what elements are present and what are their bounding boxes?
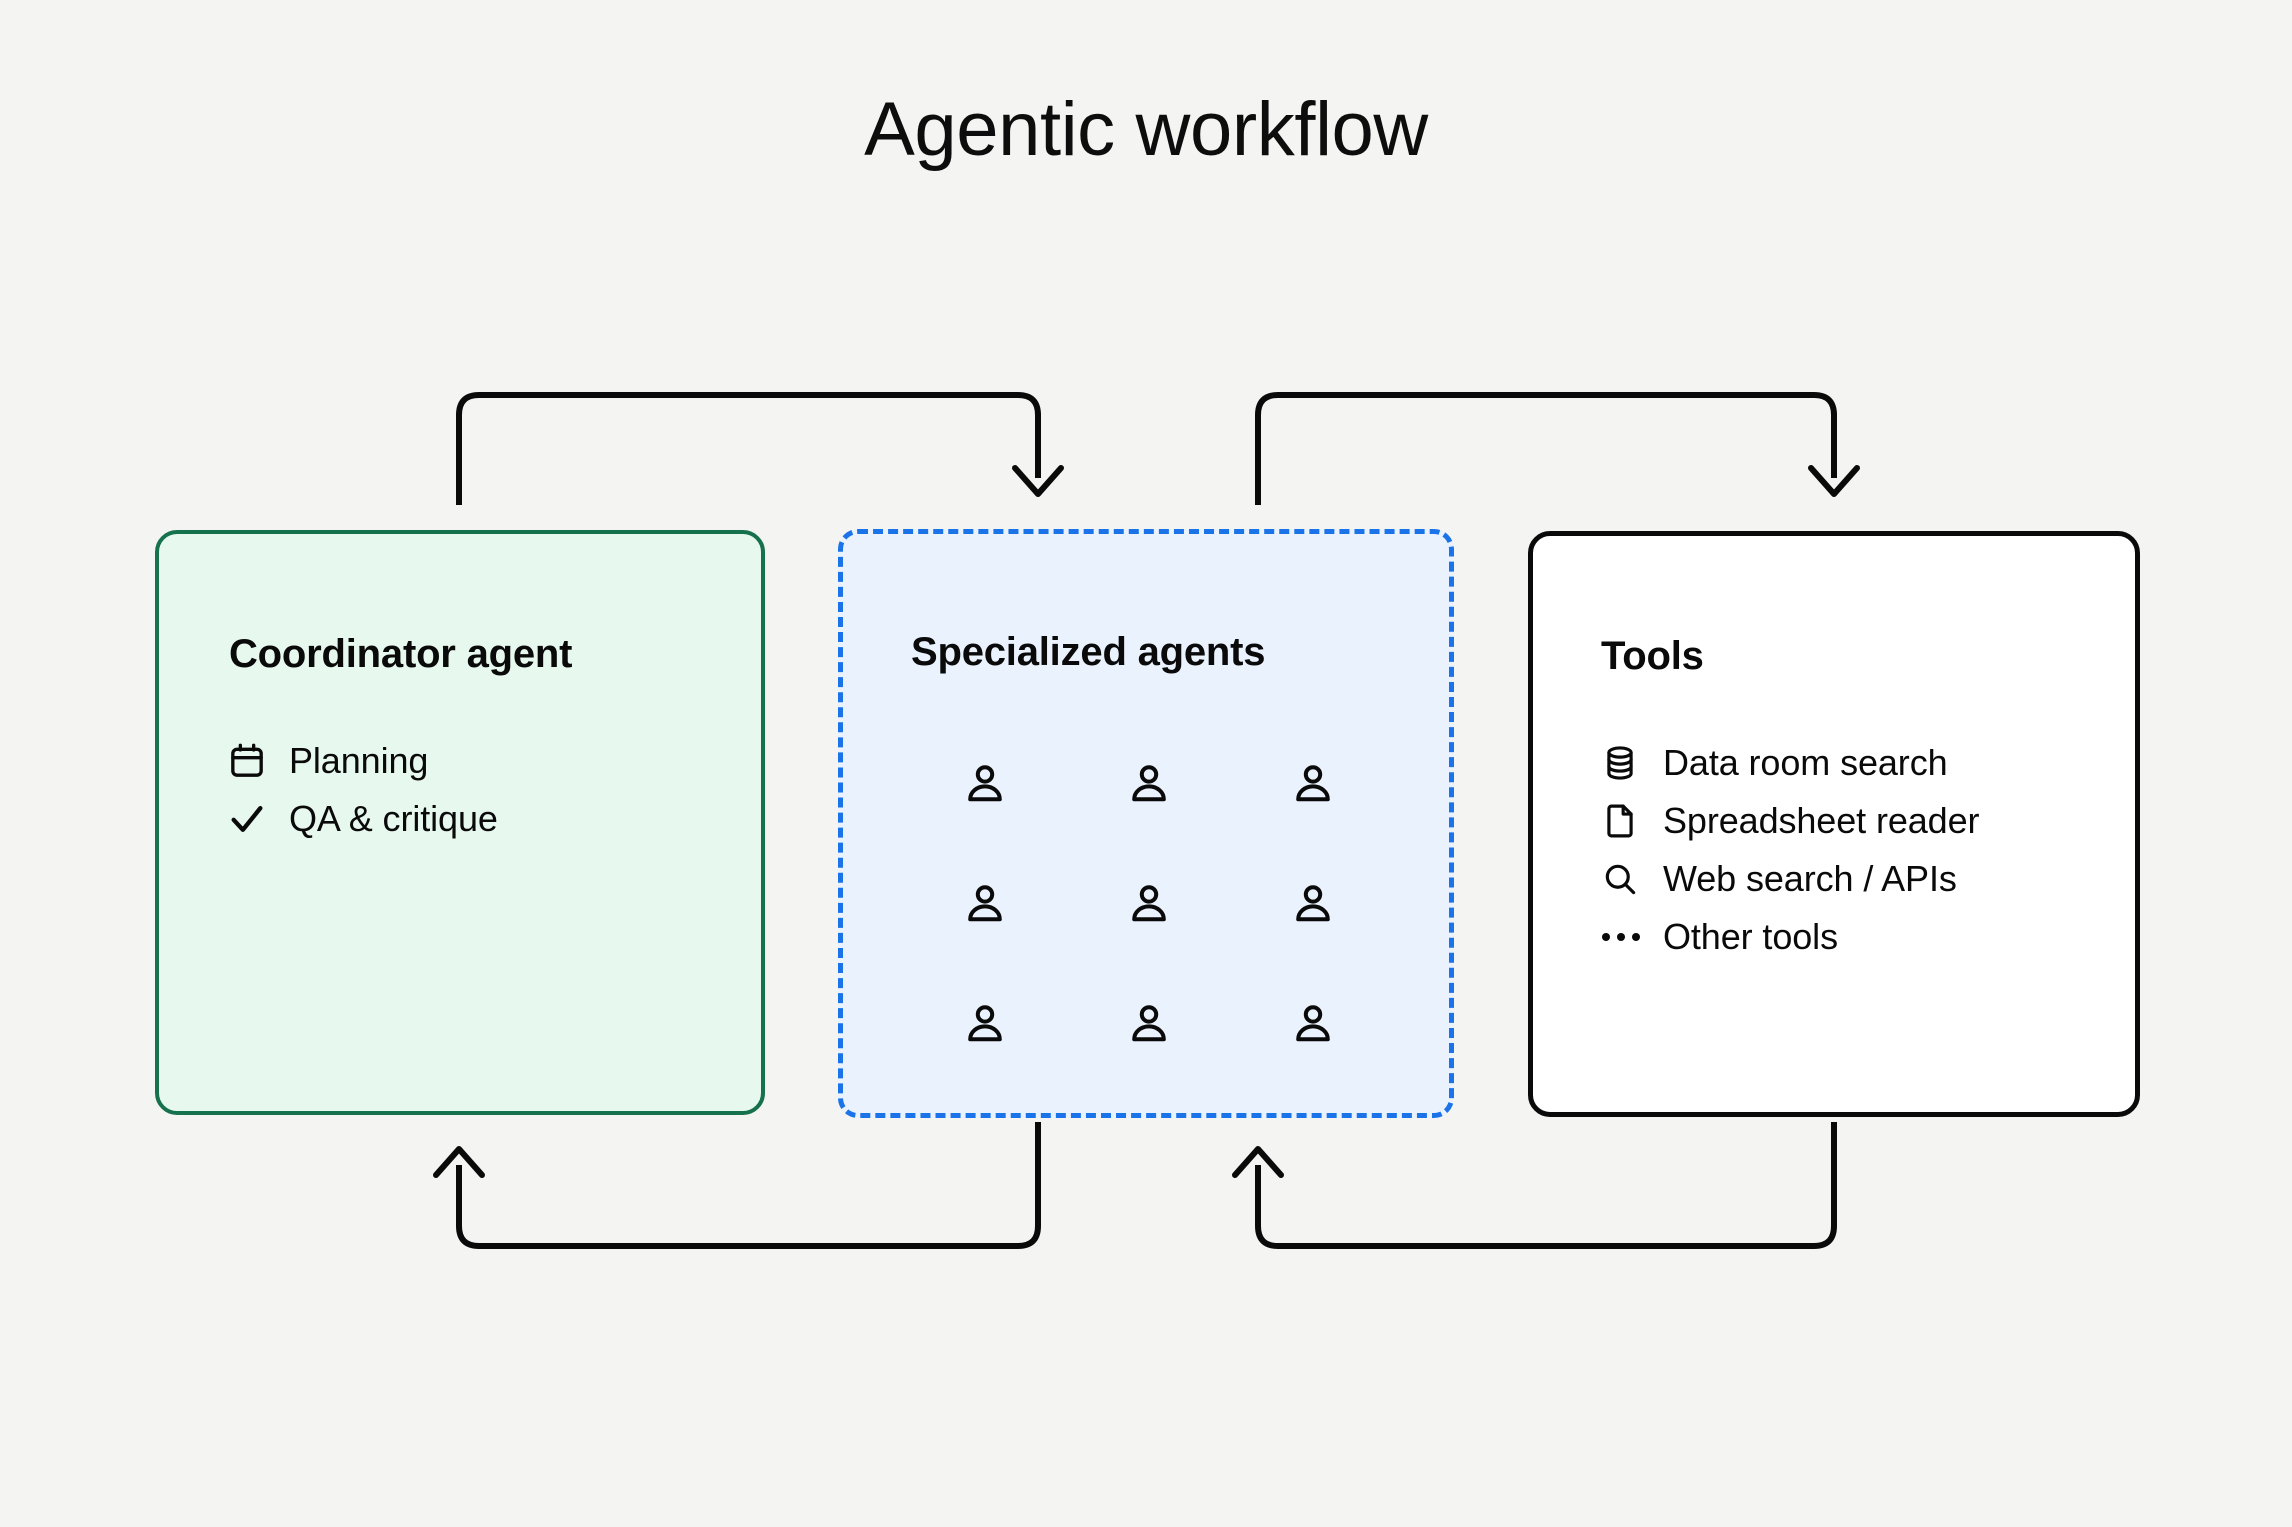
person-icon[interactable] [958,877,1012,931]
database-icon [1601,740,1647,786]
person-icon[interactable] [1286,757,1340,811]
person-icon[interactable] [1122,997,1176,1051]
person-icon[interactable] [1122,877,1176,931]
list-item-label: Data room search [1663,742,1948,783]
coordinator-heading: Coordinator agent [229,632,573,676]
calendar-icon [227,738,273,784]
arrow-coordinator-to-specialized [456,392,1064,505]
list-item[interactable]: Data room search [1601,734,1979,792]
list-item[interactable]: Planning [227,732,498,790]
person-icon[interactable] [1286,997,1340,1051]
specialized-heading: Specialized agents [911,630,1266,674]
card-coordinator-agent[interactable]: Coordinator agent Planning [155,530,765,1115]
list-item[interactable]: Web search / APIs [1601,850,1979,908]
list-item-label: QA & critique [289,798,498,839]
page-title: Agentic workflow [864,87,1428,172]
search-icon [1601,856,1647,902]
ellipsis-icon [1601,914,1647,960]
card-tools[interactable]: Tools Data room search [1528,531,2140,1117]
person-icon[interactable] [1122,757,1176,811]
list-item[interactable]: Other tools [1601,908,1979,966]
coordinator-feature-list: Planning QA & critique [227,732,498,848]
list-item[interactable]: QA & critique [227,790,498,848]
list-item-label: Spreadsheet reader [1663,800,1980,841]
arrow-specialized-to-coordinator [433,1122,1041,1249]
list-item-label: Web search / APIs [1663,858,1957,899]
document-icon [1601,798,1647,844]
tools-heading: Tools [1601,634,1704,678]
list-item-label: Planning [289,740,429,781]
tools-list: Data room search Spreadsheet reader [1601,734,1980,966]
list-item[interactable]: Spreadsheet reader [1601,792,1980,850]
person-icon[interactable] [1286,877,1340,931]
list-item-label: Other tools [1663,916,1838,957]
card-specialized-agents[interactable]: Specialized agents [838,529,1454,1118]
person-icon[interactable] [958,757,1012,811]
person-icon[interactable] [958,997,1012,1051]
arrow-specialized-to-tools [1255,392,1860,505]
specialized-agent-grid [903,724,1395,1084]
arrow-tools-to-specialized [1232,1122,1837,1249]
check-icon [227,796,273,842]
